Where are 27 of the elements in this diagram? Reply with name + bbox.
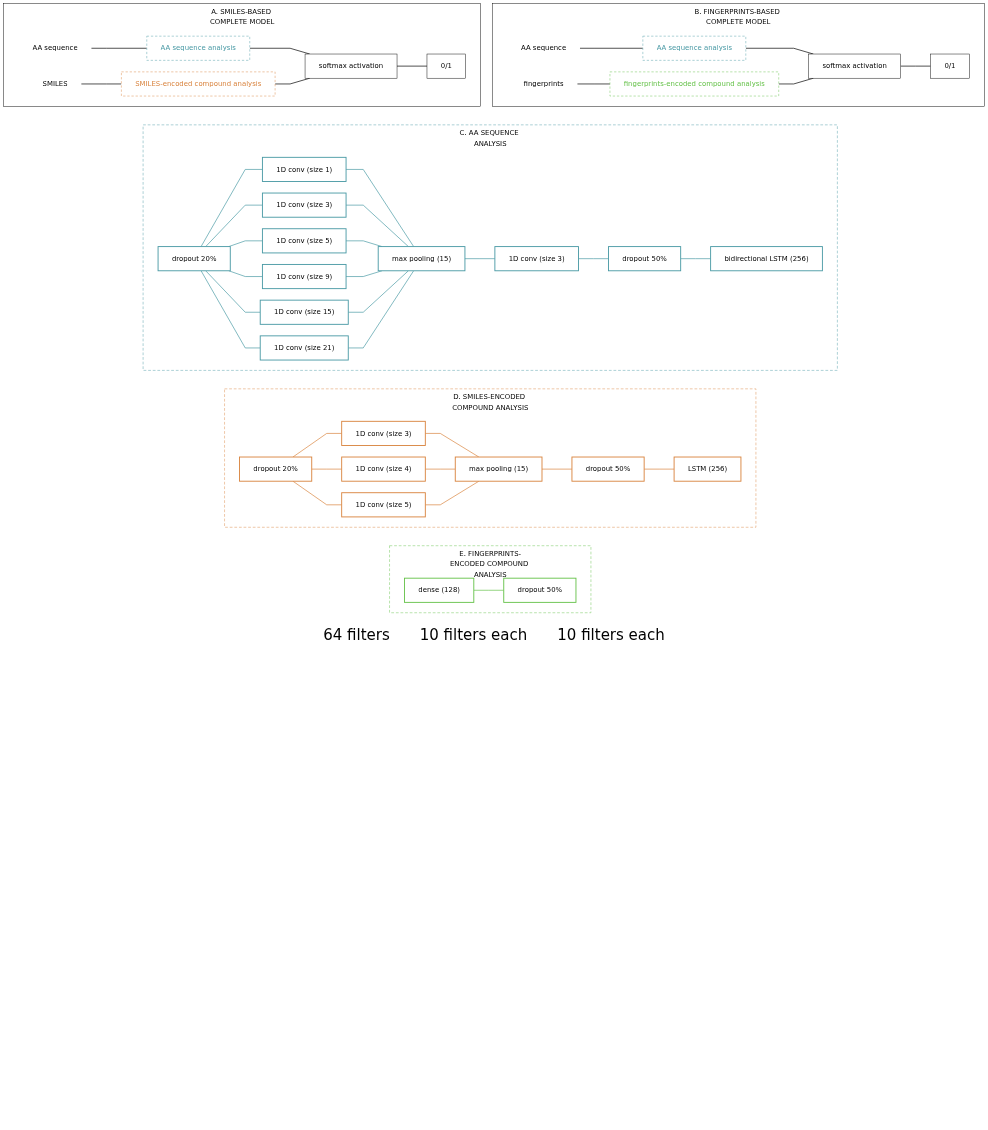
- connector: [345, 270, 383, 277]
- connector: [424, 468, 456, 470]
- connector: [778, 77, 814, 85]
- connector: [473, 589, 505, 591]
- connector: [464, 258, 496, 260]
- connector: [228, 270, 263, 277]
- connector: [292, 480, 343, 506]
- connector: [347, 270, 414, 349]
- connector: [345, 204, 409, 247]
- connector: [345, 169, 414, 247]
- connector: [200, 270, 261, 349]
- connector: [200, 169, 263, 247]
- connector: [205, 204, 263, 247]
- connector: [424, 480, 480, 506]
- connector: [680, 258, 711, 260]
- connector: [205, 270, 261, 313]
- connector: [643, 468, 675, 470]
- connector: [311, 468, 343, 470]
- note-text: 10 filters each: [419, 626, 528, 645]
- connector: [578, 258, 609, 260]
- note-text: 10 filters each: [557, 626, 665, 645]
- connector: [347, 270, 409, 313]
- connector: [292, 433, 343, 458]
- note-text: 64 filters: [323, 626, 390, 645]
- connector: [541, 468, 573, 470]
- connector: [228, 240, 263, 247]
- connector: [424, 433, 480, 458]
